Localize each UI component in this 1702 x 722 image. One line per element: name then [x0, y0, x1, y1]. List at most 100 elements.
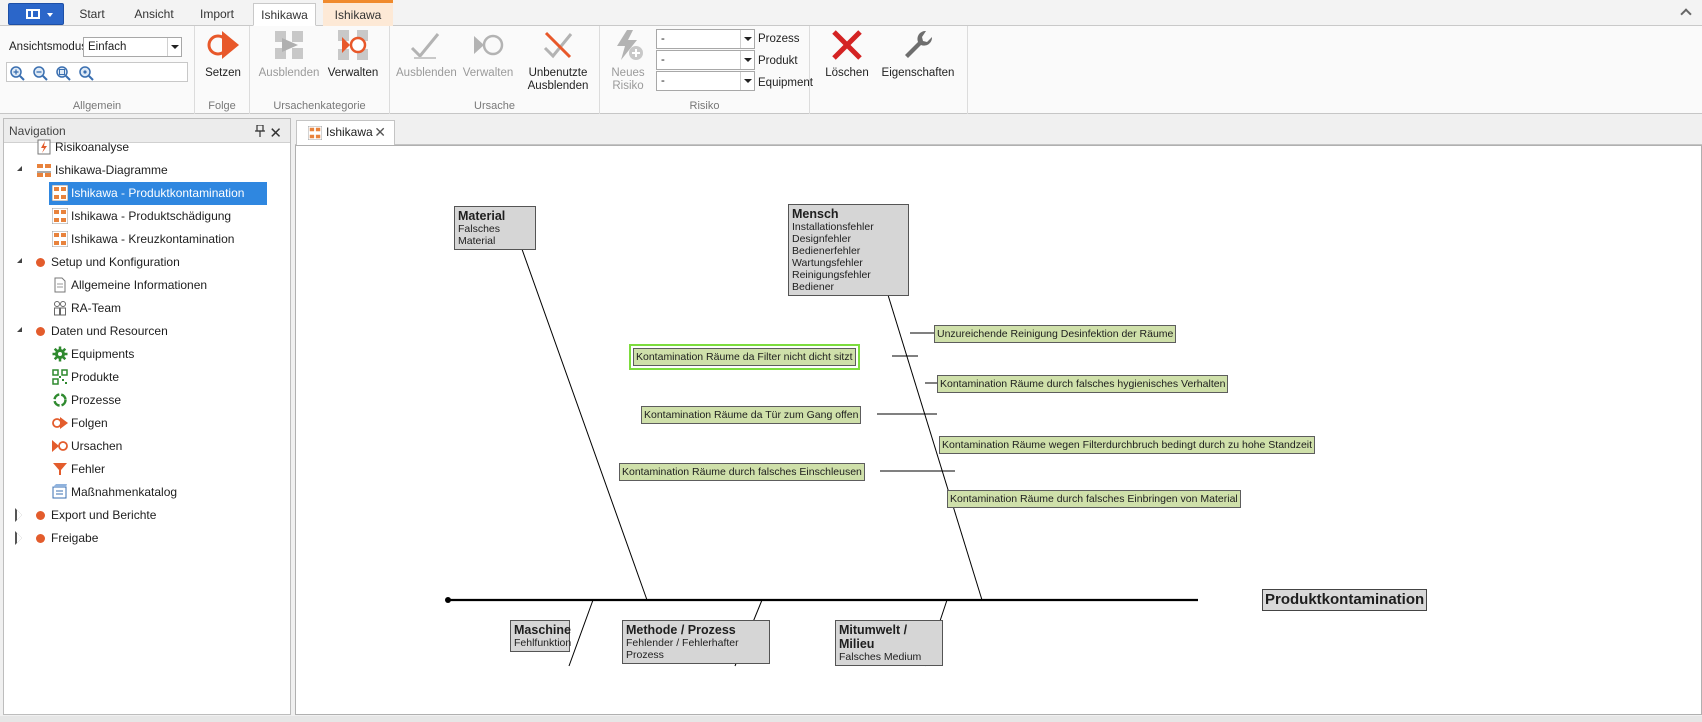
nav-item-label: Daten und Resourcen	[51, 324, 168, 338]
equipment-select[interactable]: -	[656, 71, 755, 91]
zoom-reset-icon[interactable]	[78, 65, 94, 81]
diagram-canvas[interactable]: Material Falsches Material Mensch Instal…	[295, 145, 1702, 715]
neues-risiko-button[interactable]: Neues Risiko	[604, 28, 652, 93]
nav-item-ishikawa-produktkontamination[interactable]: Ishikawa - Produktkontamination	[49, 182, 267, 205]
kategorie-ausblenden-label: Ausblenden	[258, 67, 320, 79]
cause-node[interactable]: Kontamination Räume durch falsches hygie…	[937, 375, 1229, 393]
hide-unused-icon	[543, 31, 573, 59]
tab-start[interactable]: Start	[79, 7, 105, 21]
tab-ishikawa-context[interactable]: Ishikawa	[323, 0, 393, 26]
expander-ishikawa-icon[interactable]	[16, 164, 26, 174]
category-mensch[interactable]: Mensch Installationsfehler Designfehler …	[788, 204, 909, 296]
kategorie-verwalten-button[interactable]: Verwalten	[322, 28, 384, 80]
nav-item-label: Setup und Konfiguration	[51, 255, 180, 269]
expander-export-icon[interactable]	[15, 508, 25, 522]
ursache-verwalten-button[interactable]: Verwalten	[460, 28, 516, 80]
group-ursache: Ausblenden Verwalten Unbenutzte Ausblend…	[390, 26, 600, 114]
setzen-button[interactable]: Setzen	[201, 28, 245, 80]
ursache-ausblenden-label: Ausblenden	[396, 67, 457, 79]
chevron-down-icon[interactable]	[167, 38, 181, 56]
equipment-value: -	[661, 75, 665, 87]
category-item: Wartungsfehler	[792, 257, 863, 269]
kategorie-ausblenden-button[interactable]: Ausblenden	[258, 28, 320, 80]
eigenschaften-label: Eigenschaften	[881, 67, 955, 79]
expander-freigabe-icon[interactable]	[15, 531, 25, 545]
effect-node[interactable]: Produktkontamination	[1262, 589, 1428, 611]
expander-setup-icon[interactable]	[16, 256, 26, 266]
category-title: Methode / Prozess	[626, 623, 736, 637]
loeschen-button[interactable]: Löschen	[822, 28, 872, 80]
group-extra: Löschen Eigenschaften	[810, 26, 968, 114]
chevron-down-icon[interactable]	[740, 72, 754, 90]
category-title: Material	[458, 209, 506, 223]
ansichtsmodus-select[interactable]: Einfach	[83, 37, 182, 57]
neues-risiko-line1: Neues	[611, 67, 645, 79]
prozess-select[interactable]: -	[656, 29, 755, 49]
category-item: Falsches Material	[458, 223, 501, 247]
category-mitumwelt-milieu[interactable]: Mitumwelt / Milieu Falsches Medium	[835, 620, 943, 666]
bone-material	[517, 237, 648, 601]
wrench-icon	[905, 30, 933, 58]
category-maschine[interactable]: Maschine Fehlfunktion	[510, 620, 571, 652]
document-tab-ishikawa[interactable]: Ishikawa ✕	[296, 120, 395, 146]
eigenschaften-button[interactable]: Eigenschaften	[880, 28, 956, 80]
cause-node[interactable]: Kontamination Räume durch falsches Einsc…	[619, 463, 865, 481]
qr-code-icon	[52, 369, 68, 385]
equipment-label: Equipment	[758, 77, 813, 89]
ishikawa-diagram-icon	[52, 208, 68, 224]
prozess-value: -	[661, 33, 665, 45]
nav-item-label: Ursachen	[71, 439, 123, 453]
navigation-header: Navigation ✕	[4, 119, 290, 143]
zoom-fit-icon[interactable]	[55, 65, 71, 81]
nav-item-label: Ishikawa - Produktkontamination	[71, 186, 245, 200]
ansichtsmodus-value: Einfach	[88, 41, 127, 53]
tab-ishikawa-active[interactable]: Ishikawa	[253, 3, 316, 26]
category-methode-prozess[interactable]: Methode / Prozess Fehlender / Fehlerhaft…	[622, 620, 770, 664]
cause-node[interactable]: Kontamination Räume wegen Filterdurchbru…	[939, 436, 1316, 454]
cause-icon	[52, 440, 68, 452]
nav-item-label: Maßnahmenkatalog	[71, 485, 178, 499]
tab-import[interactable]: Import	[199, 7, 234, 21]
loeschen-label: Löschen	[825, 67, 869, 79]
bone-maschine	[568, 599, 594, 667]
risk-document-icon	[37, 139, 51, 155]
team-icon	[54, 301, 66, 316]
unbenutzte-line1: Unbenutzte	[528, 67, 588, 79]
pin-icon[interactable]	[255, 125, 265, 137]
new-risk-icon	[617, 30, 643, 60]
chevron-down-icon[interactable]	[740, 30, 754, 48]
filter-funnel-icon	[53, 463, 67, 475]
document-icon	[54, 277, 66, 293]
document-tab-label: Ishikawa	[326, 125, 373, 139]
collapse-ribbon-icon[interactable]	[1680, 8, 1692, 20]
produkt-select[interactable]: -	[656, 50, 755, 70]
process-cycle-icon	[53, 393, 67, 407]
close-icon[interactable]: ✕	[374, 124, 386, 140]
cause-node-selected[interactable]: Kontamination Räume da Filter nicht dich…	[629, 344, 860, 370]
zoom-out-icon[interactable]	[32, 65, 48, 81]
zoom-in-icon[interactable]	[9, 65, 25, 81]
nav-item-label: Freigabe	[51, 531, 99, 545]
unbenutzte-ausblenden-button[interactable]: Unbenutzte Ausblenden	[522, 28, 594, 93]
nav-item-label: Ishikawa - Kreuzkontamination	[71, 232, 235, 246]
hide-cause-icon	[410, 33, 440, 59]
gear-icon	[52, 346, 68, 362]
application-menu-button[interactable]	[8, 3, 64, 25]
category-item: Designfehler	[792, 233, 851, 245]
ribbon: Ansichtsmodus Einfach Allgemein Setzen F…	[0, 26, 1702, 114]
document-tab-bar: Ishikawa ✕	[295, 118, 1702, 146]
cause-node[interactable]: Kontamination Räume da Tür zum Gang offe…	[641, 406, 862, 424]
ishikawa-folder-icon	[37, 164, 51, 177]
close-icon[interactable]: ✕	[269, 125, 282, 142]
category-item: Reinigungsfehler Bediener	[792, 269, 871, 293]
chevron-down-icon[interactable]	[740, 51, 754, 69]
cause-node[interactable]: Kontamination Räume durch falsches Einbr…	[947, 490, 1241, 508]
nav-item-label: Equipments	[71, 347, 135, 361]
cause-node[interactable]: Unzureichende Reinigung Desinfektion der…	[934, 325, 1177, 343]
expander-daten-icon[interactable]	[16, 325, 26, 335]
catalog-icon	[52, 484, 67, 499]
bullet-icon	[36, 534, 45, 543]
tab-ansicht[interactable]: Ansicht	[134, 7, 174, 21]
ursache-ausblenden-button[interactable]: Ausblenden	[396, 28, 457, 80]
category-material[interactable]: Material Falsches Material	[454, 206, 536, 250]
